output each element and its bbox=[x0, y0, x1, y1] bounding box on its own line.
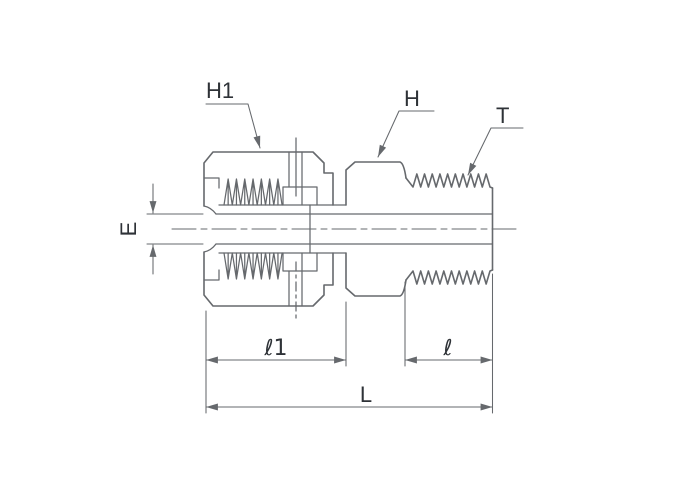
nut-counterbore-step-bottom bbox=[203, 269, 220, 281]
ferrule-block-bottom bbox=[282, 252, 318, 272]
body-lower-outline bbox=[345, 252, 407, 297]
internal-thread-profile-top bbox=[223, 178, 283, 206]
tube-entry-flare-bottom bbox=[203, 243, 217, 253]
dim-label-e: E bbox=[116, 222, 141, 237]
ferrule-block-top bbox=[282, 186, 318, 206]
callout-label-t: T bbox=[496, 103, 509, 128]
internal-thread-profile-bottom bbox=[223, 252, 283, 280]
nut-thread-teeth-top bbox=[223, 178, 283, 206]
callout-label-h: H bbox=[404, 86, 420, 111]
nut-lower-outline bbox=[203, 251, 334, 307]
nut-counterbore-step-top bbox=[203, 177, 220, 189]
body-upper-outline bbox=[345, 161, 407, 206]
nut-thread-teeth-bottom bbox=[223, 252, 283, 280]
nut-section bbox=[203, 137, 347, 323]
bore-lines bbox=[215, 213, 494, 245]
callouts: H1 H T bbox=[205, 78, 524, 176]
male-thread-zigzag-bottom bbox=[405, 269, 494, 285]
dimensions: E ℓ1 ℓ L bbox=[116, 183, 494, 414]
dim-label-l: ℓ bbox=[442, 336, 452, 361]
leader-h1 bbox=[205, 103, 261, 149]
tube-entry-flare-top bbox=[203, 205, 217, 215]
callout-label-h1: H1 bbox=[206, 78, 234, 103]
nut-upper-outline bbox=[203, 151, 334, 207]
dim-label-l1: ℓ1 bbox=[263, 336, 287, 361]
dim-label-L: L bbox=[360, 382, 372, 407]
male-thread-zigzag-top bbox=[405, 173, 494, 189]
leader-h bbox=[377, 110, 435, 158]
leader-t bbox=[467, 127, 524, 176]
hex-corner-lines-bottom bbox=[288, 270, 303, 307]
hex-corner-lines-top bbox=[288, 151, 303, 188]
